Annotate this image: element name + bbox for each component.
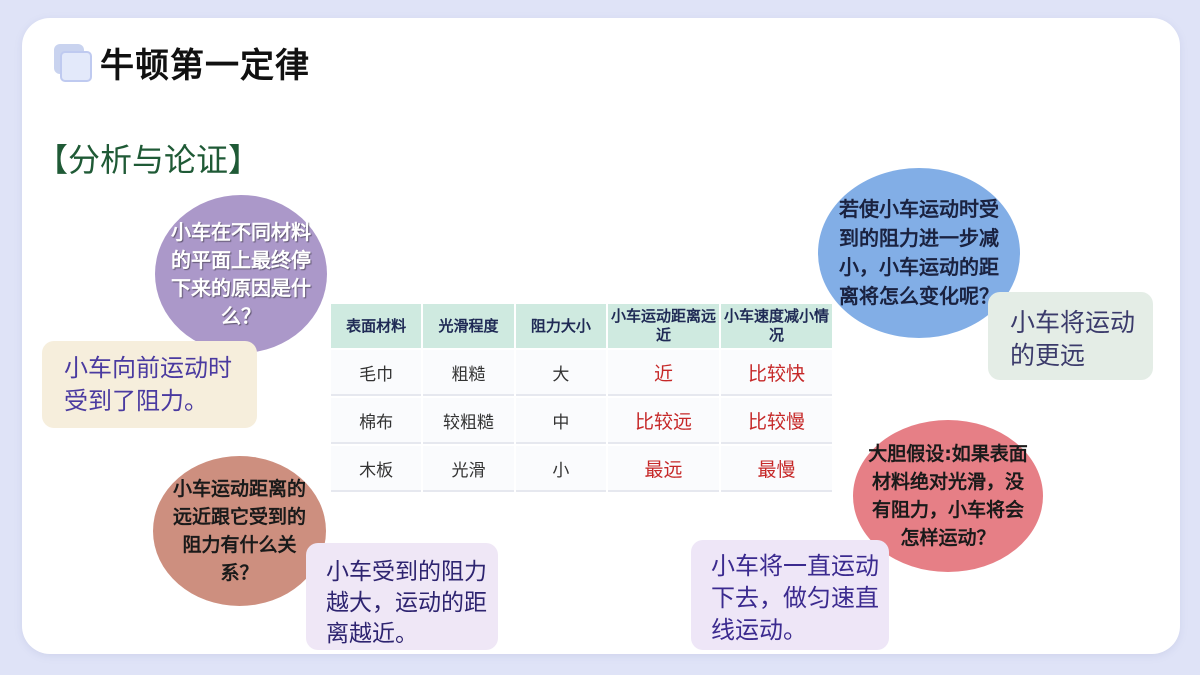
table-cell: 粗糙 xyxy=(423,350,514,396)
col-header: 小车速度减小情况 xyxy=(721,304,832,348)
table-cell: 大 xyxy=(515,350,606,396)
table-cell: 比较快 xyxy=(721,350,832,396)
table-cell: 近 xyxy=(608,350,719,396)
answer-note-2: 小车受到的阻力越大，运动的距离越近。 xyxy=(306,543,498,650)
col-header: 表面材料 xyxy=(331,304,422,348)
question-text: 大胆假设:如果表面材料绝对光滑，没有阻力，小车将会怎样运动？ xyxy=(868,443,1028,549)
section-heading: 【分析与论证】 xyxy=(36,141,261,179)
table-row: 木板 光滑 小 最远 最慢 xyxy=(331,446,832,492)
col-header: 小车运动距离远近 xyxy=(608,304,719,348)
table-row: 棉布 较粗糙 中 比较远 比较慢 xyxy=(331,398,832,444)
table-row: 毛巾 粗糙 大 近 比较快 xyxy=(331,350,832,396)
col-header: 光滑程度 xyxy=(423,304,514,348)
question-text: 小车运动距离的远近跟它受到的阻力有什么关系？ xyxy=(172,478,306,584)
table-cell: 最远 xyxy=(608,446,719,492)
answer-note-1: 小车向前运动时受到了阻力。 xyxy=(42,341,257,428)
table-cell: 木板 xyxy=(331,446,422,492)
answer-note-3: 小车将运动的更远 xyxy=(988,292,1153,380)
table-cell: 中 xyxy=(515,398,606,444)
table-cell: 小 xyxy=(515,446,606,492)
question-text: 小车在不同材料的平面上最终停下来的原因是什么？ xyxy=(171,220,311,328)
table-cell: 较粗糙 xyxy=(423,398,514,444)
page-title: 牛顿第一定律 xyxy=(100,46,310,86)
table-header-row: 表面材料 光滑程度 阻力大小 小车运动距离远近 小车速度减小情况 xyxy=(331,304,832,348)
col-header: 阻力大小 xyxy=(515,304,606,348)
table-cell: 最慢 xyxy=(721,446,832,492)
question-bubble-1: 小车在不同材料的平面上最终停下来的原因是什么？ xyxy=(155,195,327,353)
question-text: 若使小车运动时受到的阻力进一步减小，小车运动的距离将怎么变化呢？ xyxy=(839,197,999,308)
table-cell: 毛巾 xyxy=(331,350,422,396)
answer-note-4: 小车将一直运动下去，做匀速直线运动。 xyxy=(691,540,889,650)
slides-icon xyxy=(52,42,94,82)
table-cell: 光滑 xyxy=(423,446,514,492)
experiment-table: 表面材料 光滑程度 阻力大小 小车运动距离远近 小车速度减小情况 毛巾 粗糙 大… xyxy=(329,302,834,494)
table-cell: 比较远 xyxy=(608,398,719,444)
question-bubble-3: 若使小车运动时受到的阻力进一步减小，小车运动的距离将怎么变化呢？ xyxy=(818,168,1020,338)
table-cell: 棉布 xyxy=(331,398,422,444)
question-bubble-2: 小车运动距离的远近跟它受到的阻力有什么关系？ xyxy=(153,456,326,606)
table-cell: 比较慢 xyxy=(721,398,832,444)
